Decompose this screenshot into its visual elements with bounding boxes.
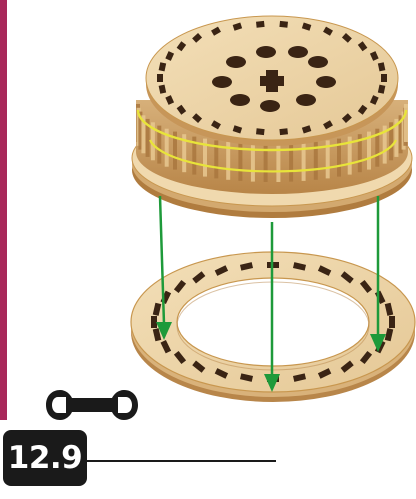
upper-assembly: [132, 16, 412, 218]
step-underline: [86, 460, 276, 462]
wrench-icon: [44, 388, 140, 422]
step-number-badge: 12.9: [3, 430, 87, 486]
